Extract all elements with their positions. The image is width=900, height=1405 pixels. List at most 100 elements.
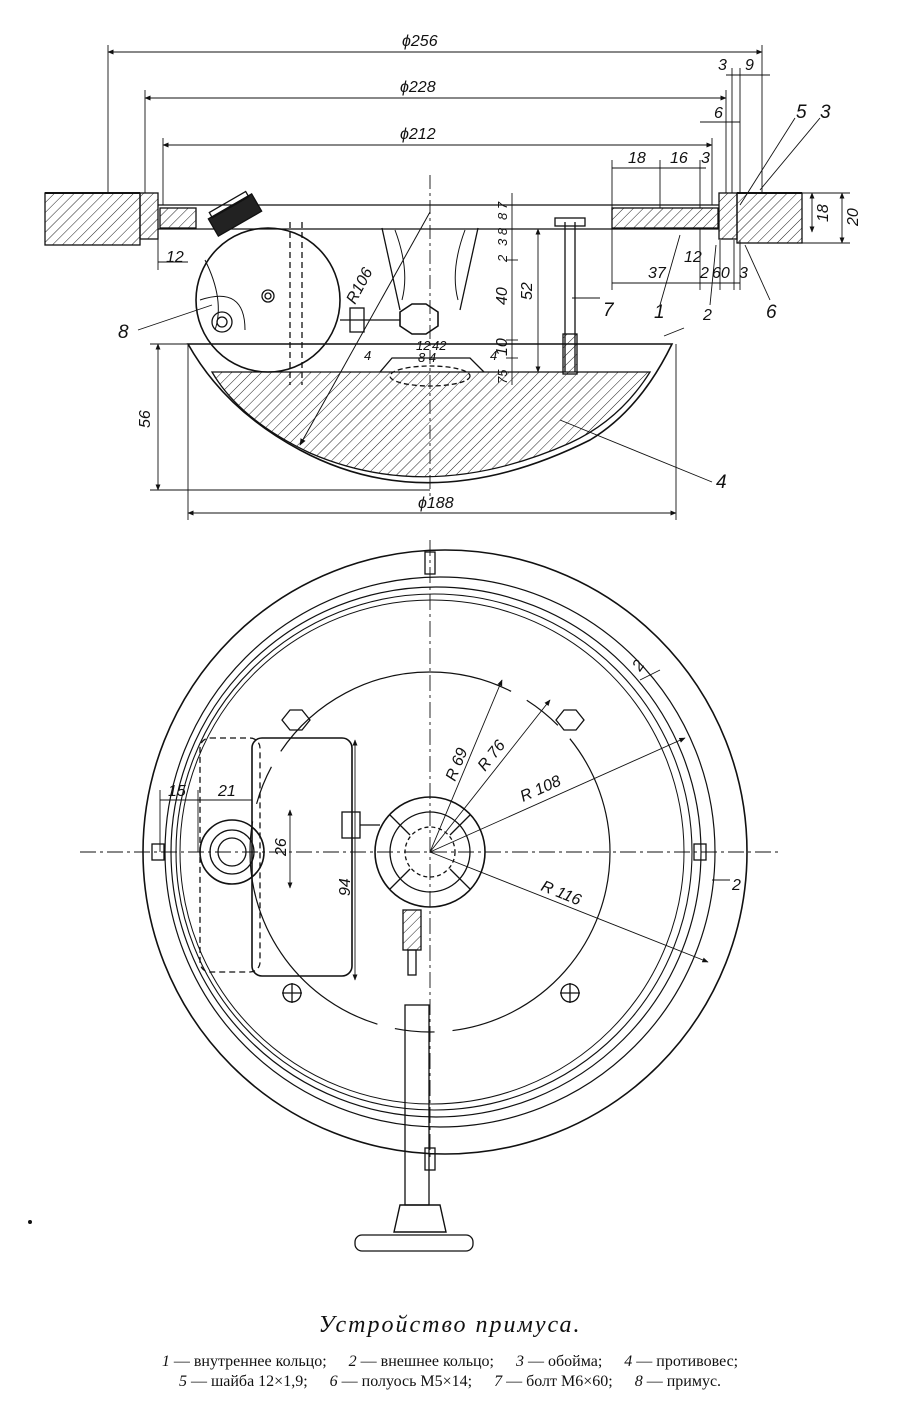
dim-r76: R 76 [475,737,509,774]
plan-ring-5 [179,599,685,1105]
dim-h52: 52 [519,282,536,300]
bowl-outline [186,343,674,484]
legend-item-7: 7 — болт М6×60; [494,1373,613,1390]
dim-21: 21 [217,783,236,800]
dim-w6: 6 [714,105,723,122]
plan-feed-valve [341,811,361,839]
plan-burner-outer [374,796,486,908]
dim-d212: ϕ212 [400,126,436,143]
dim-w9: 9 [745,57,754,74]
dim-w3a: 3 [718,57,727,74]
bolt-thread [562,333,578,375]
counterweight-hatch [210,371,652,478]
table-board-right [736,192,803,244]
outer-ring-right [718,192,738,240]
dim-r116: R 116 [539,878,584,909]
plan-primus-dashed [199,737,261,973]
dim-r106: R106 [344,265,377,307]
axle-left [151,843,165,861]
dim-w3c: 3 [739,265,748,282]
margin-dot [28,1220,32,1224]
legend-item-3: 3 — обойма; [516,1353,603,1370]
primus-screw [261,289,275,303]
plan-primus-tank [251,737,353,977]
burner-nut [399,303,439,335]
dim-w2a: 2 [699,265,709,282]
dim-w18: 18 [628,150,646,167]
axle-bottom [424,1147,436,1171]
side-section-view: ϕ256 ϕ228 ϕ212 ϕ188 R106 56 52 40 10 8 7… [44,33,862,520]
plan-valve-stem [402,909,422,951]
dim-w2b: 2 [702,307,712,324]
legend-item-1: 1 — внутреннее кольцо; [161,1353,327,1370]
plan-ring-4 [175,593,693,1111]
inner-ring-left [159,207,197,229]
axle-top [424,551,436,575]
inner-ring-right [611,207,719,229]
primus-cap [211,311,233,333]
dim-w12a: 12 [166,249,184,266]
plan-pump-knob [199,819,265,885]
dim-w12b: 12 [684,249,702,266]
plan-ring-3 [170,586,702,1118]
dim-26: 26 [273,838,290,857]
dim-w3b: 3 [701,150,710,167]
callout-1: 1 [654,302,665,323]
legend-item-8: 8 — примус. [634,1373,722,1390]
hex-bolt-1 [281,709,311,731]
outer-ring-left [139,192,159,240]
plan-outer-rim [142,549,748,1155]
dim-94: 94 [337,878,354,896]
legend-item-5: 5 — шайба 12×1,9; [178,1373,308,1390]
axle-right [693,843,707,861]
dim-s87: 8 7 [495,201,510,220]
dim-s42: 42 [432,338,447,353]
dim-w16: 16 [670,150,688,167]
callout-8: 8 [118,322,129,343]
hex-bolt-2 [555,709,585,731]
table-board-left [44,192,141,246]
callout-3: 3 [820,102,831,123]
caption-legend: 1 — внутреннее кольцо; 2 — внешнее кольц… [30,1352,870,1392]
legend-item-4: 4 — противовес; [624,1353,739,1370]
bolt-head [554,217,586,227]
dim-s2: 2 [495,254,510,263]
dim-h10: 10 [494,338,511,356]
dim-h18: 18 [815,204,832,222]
dim-2b: 2 [731,877,741,894]
dim-15: 15 [168,783,186,800]
callout-5: 5 [796,102,807,123]
dim-d256: ϕ256 [402,33,438,50]
dim-s4a: 4 [364,348,371,363]
callout-7: 7 [603,300,615,321]
dim-h20: 20 [845,208,862,227]
plan-view: R 69 R 76 R 108 R 116 15 21 26 94 2 2 [80,540,780,1252]
caption-title: Устройство примуса. [318,1312,582,1338]
dim-s38: 3 8 [495,227,510,246]
dim-w60: 60 [712,265,730,282]
plan-inner-circle [249,671,611,1033]
callout-4: 4 [716,472,727,493]
dim-2a: 2 [629,657,649,675]
callout-6: 6 [766,302,777,323]
legend-item-2: 2 — внешнее кольцо; [348,1353,494,1370]
dim-h56: 56 [137,410,154,428]
dim-w37: 37 [648,265,667,282]
dim-s75: 75 [495,369,510,384]
dim-r69: R 69 [443,746,471,784]
plan-handle-stem [404,1004,430,1206]
primus-drawing: ϕ256 ϕ228 ϕ212 ϕ188 R106 56 52 40 10 8 7… [28,33,862,1252]
dim-h40: 40 [494,287,511,305]
dim-s84: 8 4 [418,350,436,365]
dim-d188: ϕ188 [418,495,454,512]
plan-ring-2 [164,576,716,1128]
legend-item-6: 6 — полуось М5×14; [329,1373,473,1390]
pump-knob [207,190,263,238]
dim-s12: 12 [416,338,431,353]
dim-r108: R 108 [518,773,564,806]
legend-row-2: 5 — шайба 12×1,9; 6 — полуось М5×14; 7 —… [30,1372,870,1392]
dim-d228: ϕ228 [400,79,436,96]
legend-row-1: 1 — внутреннее кольцо; 2 — внешнее кольц… [30,1352,870,1372]
plan-handle-knob [354,1234,474,1252]
dim-s4b: 4 [490,348,497,363]
